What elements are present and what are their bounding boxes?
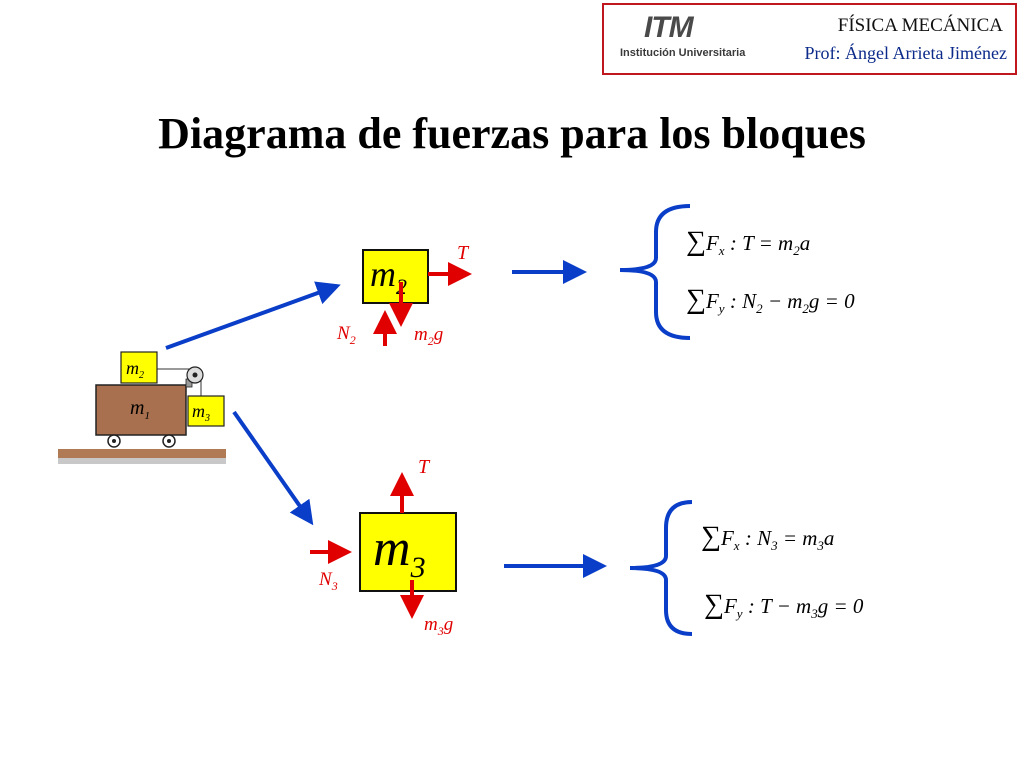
logo-mark: ITM (644, 11, 694, 44)
side-block-label: m3 (192, 401, 210, 424)
block3 (359, 512, 457, 592)
floor-shadow (58, 458, 226, 464)
professor-name: Prof: Ángel Arrieta Jiménez (804, 43, 1007, 63)
brace-equations2 (619, 204, 691, 340)
system-illustration: m1 m2 m3 (58, 351, 226, 464)
block3-normal-label: N3 (318, 569, 338, 593)
itm-logo: ITM Institución Universitaria (620, 11, 745, 69)
floor (58, 449, 226, 458)
block2-fbd: m2 T N2 m2g (336, 242, 472, 348)
eq3-fy: ∑Fy : T − m3g = 0 (704, 589, 864, 621)
eq2-fx: ∑Fx : T = m2a (686, 226, 810, 258)
cart-body (95, 384, 187, 436)
cart-label: m1 (130, 397, 150, 422)
block3-tension-label: T (418, 456, 431, 478)
arrow-to-block3 (232, 410, 314, 526)
header-box: ITM Institución Universitaria FÍSICA MEC… (602, 3, 1017, 75)
side-block (187, 395, 225, 427)
block3-label: m3 (373, 520, 426, 584)
block3-weight-label: m3g (424, 614, 453, 638)
top-block (120, 351, 158, 384)
course-name: FÍSICA MECÁNICA (837, 15, 1003, 36)
block2-tension-label: T (457, 242, 470, 264)
block3-fbd: m3 T N3 m3g (310, 456, 457, 638)
brace-equations3 (629, 500, 693, 636)
equations-block2: ∑Fx : T = m2a ∑Fy : N2 − m2g = 0 (686, 226, 855, 316)
block2 (362, 249, 429, 304)
eq3-fx: ∑Fx : N3 = m3a (701, 521, 834, 553)
equations-block3: ∑Fx : N3 = m3a ∑Fy : T − m3g = 0 (701, 521, 864, 621)
page-title: Diagrama de fuerzas para los bloques (158, 109, 866, 158)
eq2-fy: ∑Fy : N2 − m2g = 0 (686, 284, 855, 316)
block2-normal-label: N2 (336, 323, 356, 347)
arrow-to-block2 (165, 281, 341, 350)
logo-subtitle: Institución Universitaria (620, 47, 746, 59)
block2-weight-label: m2g (414, 324, 443, 348)
top-block-label: m2 (126, 358, 144, 381)
